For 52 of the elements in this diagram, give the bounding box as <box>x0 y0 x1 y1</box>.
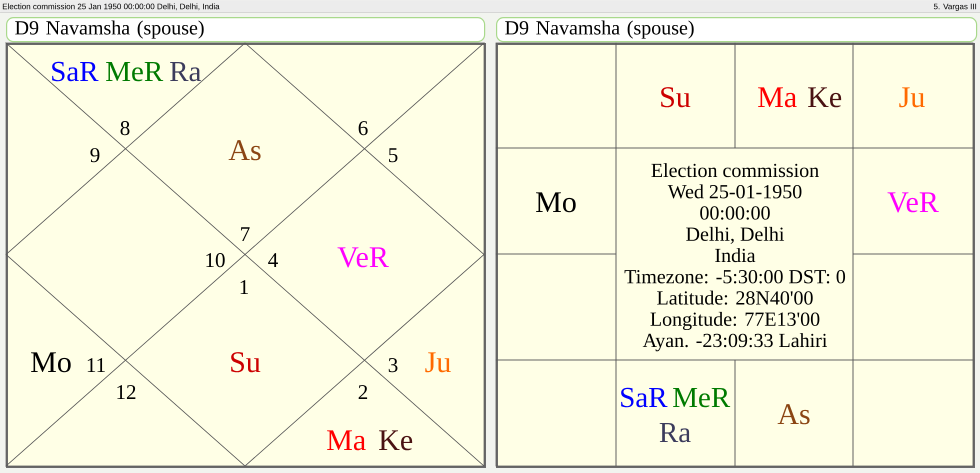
chart-info-text: Timezone: -5:30:00 DST: 0 <box>624 270 846 284</box>
planet-label: Ra <box>169 62 202 82</box>
house-number: 3 <box>388 358 398 372</box>
chart-info-text: 00:00:00 <box>700 206 770 220</box>
house-number: 7 <box>241 227 250 241</box>
planet-label: Ra <box>660 423 691 442</box>
house-number: 9 <box>90 148 100 162</box>
planet-label: Mo <box>31 352 71 372</box>
chart-info-text: Ayan. -23:09:33 Lahiri <box>642 333 828 352</box>
chart-frame <box>496 43 975 468</box>
planet-label: SaR <box>621 388 668 408</box>
planet-label: Ma <box>758 87 797 108</box>
planet-label: As <box>778 404 810 424</box>
planet-label: Ju <box>899 87 925 108</box>
planet-label: As <box>228 140 261 160</box>
planet-label: Ju <box>425 352 451 372</box>
status-text: 5. Vargas III <box>934 4 976 11</box>
planet-label: MeR <box>673 388 730 408</box>
chart-cell <box>852 254 974 360</box>
planet-label: MeR <box>106 62 164 82</box>
chart-info-text: Election commission <box>651 163 819 178</box>
chart-cell <box>496 360 616 466</box>
planet-label: Mo <box>536 192 576 212</box>
chart-info-text: Latitude: 28N40'00 <box>657 290 813 305</box>
chart-cell <box>496 254 616 360</box>
planet-label: Su <box>661 87 690 108</box>
planet-label: Ma <box>327 430 366 450</box>
house-number: 11 <box>88 358 105 372</box>
house-number: 2 <box>358 385 368 399</box>
chart-cell <box>496 42 616 148</box>
planet-label: Su <box>231 352 260 372</box>
house-number: 4 <box>268 253 278 267</box>
status-text: Election commission 25 Jan 1950 00:00:00 Delhi, Delhi, India <box>2 3 220 10</box>
planet-label: Ke <box>379 430 412 450</box>
chart-info-text: Delhi, Delhi <box>686 226 784 244</box>
planet-label: SaR <box>52 62 99 82</box>
house-number: 1 <box>240 280 248 294</box>
chart-info-text: India <box>715 248 756 262</box>
chart-frame <box>6 43 486 468</box>
panel-title: D9 Navamsha (spouse) <box>6 17 486 42</box>
house-number: 10 <box>206 253 225 268</box>
house-number: 5 <box>388 148 398 162</box>
panel-title: D9 Navamsha (spouse) <box>496 17 978 42</box>
planet-label: VeR <box>338 247 389 268</box>
house-number: 12 <box>117 385 136 399</box>
house-number: 8 <box>120 121 130 136</box>
chart-info-text: Longitude: 77E13'00 <box>650 312 820 330</box>
planet-label: VeR <box>888 192 939 212</box>
chart-info-text: Wed 25-01-1950 <box>668 184 802 199</box>
house-number: 6 <box>358 121 368 136</box>
planet-label: Ke <box>808 87 842 108</box>
chart-cell <box>852 360 974 466</box>
